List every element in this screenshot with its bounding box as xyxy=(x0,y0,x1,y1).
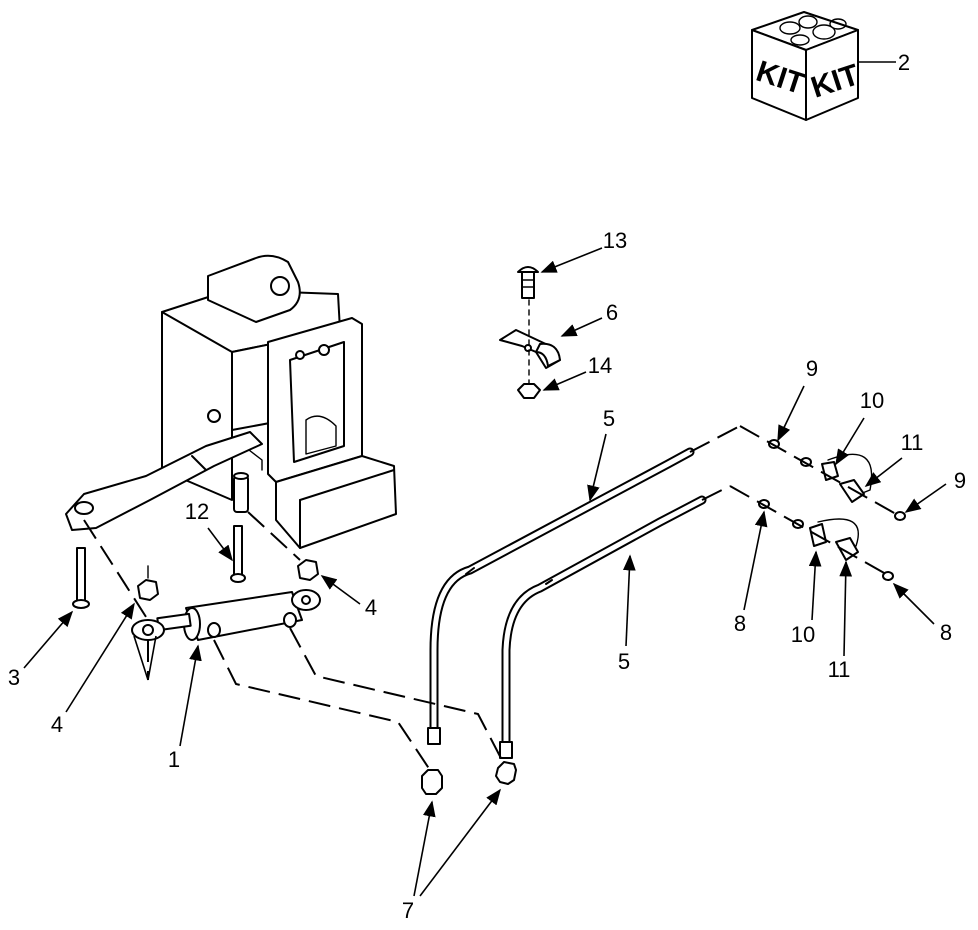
callout-c9b: 9 xyxy=(954,468,966,493)
leader-lines xyxy=(23,61,947,897)
callout-c6: 6 xyxy=(606,300,618,325)
hydraulic-cylinder xyxy=(131,589,321,641)
bolt-13 xyxy=(517,266,539,299)
fitting-7-left xyxy=(421,769,443,795)
callout-c2: 2 xyxy=(898,50,910,75)
callout-c8a: 8 xyxy=(734,611,746,636)
fitting-7-right xyxy=(495,761,517,785)
nut-4-left xyxy=(137,565,159,601)
callout-c10b: 10 xyxy=(791,622,815,647)
callout-c4a: 4 xyxy=(365,595,377,620)
kit-box-contents xyxy=(779,15,847,46)
callout-c5b: 5 xyxy=(618,649,630,674)
callout-c10a: 10 xyxy=(860,388,884,413)
assembly-lines xyxy=(83,425,897,771)
kit-box: KIT KIT xyxy=(751,11,863,121)
callout-labels: 2 13 6 14 9 10 5 11 9 12 4 8 8 10 5 3 11 4 1 7 xyxy=(8,50,966,923)
hose-5-lower xyxy=(499,495,707,759)
callout-c13: 13 xyxy=(603,228,627,253)
callout-c8b: 8 xyxy=(940,620,952,645)
callout-c12: 12 xyxy=(185,499,209,524)
clamp-6 xyxy=(499,329,561,369)
callout-c4b: 4 xyxy=(51,712,63,737)
callout-c1: 1 xyxy=(168,747,180,772)
nut-14 xyxy=(517,299,541,399)
callout-c9a: 9 xyxy=(806,356,818,381)
callout-c7: 7 xyxy=(402,898,414,923)
bolt-3 xyxy=(72,547,90,609)
bolt-12 xyxy=(230,525,246,583)
nut-4-right xyxy=(297,559,319,581)
callout-c3: 3 xyxy=(8,665,20,690)
hose-5-upper xyxy=(427,447,695,745)
callout-c11b: 11 xyxy=(828,657,851,682)
frame-assembly xyxy=(65,254,397,549)
callout-c14: 14 xyxy=(588,353,612,378)
callout-c5a: 5 xyxy=(603,406,615,431)
callout-c11a: 11 xyxy=(901,430,924,455)
